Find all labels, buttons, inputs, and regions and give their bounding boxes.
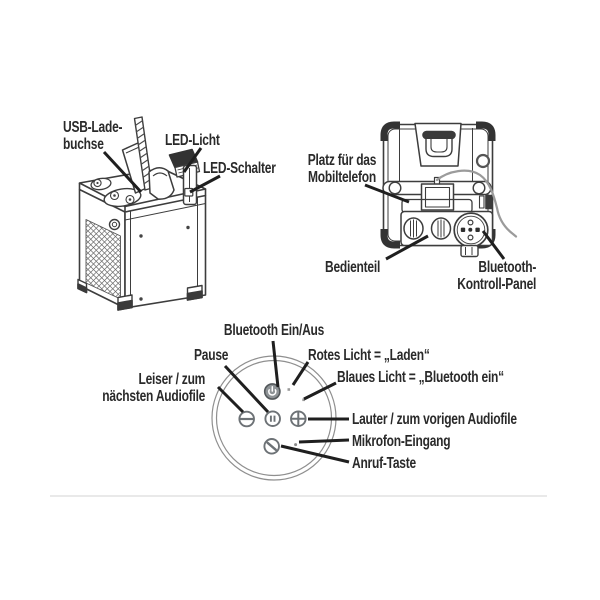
leader-blue-light [303, 381, 337, 401]
leader-microphone [298, 438, 350, 444]
label-red-light: Rotes Licht = „Laden“ [308, 347, 430, 364]
label-led-switch: LED-Schalter [203, 160, 276, 177]
leader-led-light [182, 147, 203, 173]
label-phone-slot: Platz für das Mobiltelefon [307, 152, 377, 186]
carry-handle [414, 122, 462, 167]
label-pause: Pause [194, 347, 229, 364]
cable [435, 169, 518, 238]
leader-call [280, 444, 350, 464]
label-volume-down: Leiser / zum nächsten Audiofile [102, 371, 205, 405]
label-bluetooth-control-panel: Bluetooth- Kontroll-Panel [457, 259, 536, 293]
leader-bluetooth-power [271, 340, 280, 388]
leader-pause [223, 364, 270, 414]
phone-icon [263, 438, 280, 455]
blue-led-dot [302, 398, 305, 402]
leader-usb [102, 150, 143, 194]
label-blue-light: Blaues Licht = „Bluetooth ein“ [337, 369, 504, 386]
label-control-unit: Bedienteil [325, 259, 381, 276]
leader-volume-down [216, 385, 245, 414]
label-volume-up: Lauter / zum vorigen Audiofile [352, 411, 517, 428]
power-icon [263, 383, 281, 400]
red-led-dot [287, 388, 291, 391]
label-bluetooth-power: Bluetooth Ein/Aus [223, 322, 325, 339]
device-feet [77, 278, 203, 311]
usb-socket-openings [90, 177, 142, 208]
leader-bt-panel [481, 230, 506, 260]
leader-led-switch [189, 174, 221, 194]
plus-icon [290, 410, 307, 427]
label-microphone: Mikrofon-Eingang [352, 433, 451, 450]
pause-icon [264, 410, 281, 427]
phone-cradle [420, 176, 455, 211]
minus-icon [238, 410, 255, 428]
label-call-button: Anruf-Taste [352, 455, 416, 472]
leader-lines [102, 147, 506, 464]
leader-red-light [291, 361, 310, 386]
control-knobs [403, 217, 452, 240]
rear-device-drawing [380, 121, 518, 258]
leader-phone-slot [364, 183, 410, 204]
label-led-light: LED-Licht [165, 132, 220, 149]
leader-control-unit [385, 234, 429, 261]
microphone-hole [294, 443, 298, 447]
heater-device-drawing [77, 116, 207, 311]
label-usb-charging-port: USB-Lade- buchse [63, 119, 123, 153]
bluetooth-control-panel-drawing [453, 212, 489, 248]
